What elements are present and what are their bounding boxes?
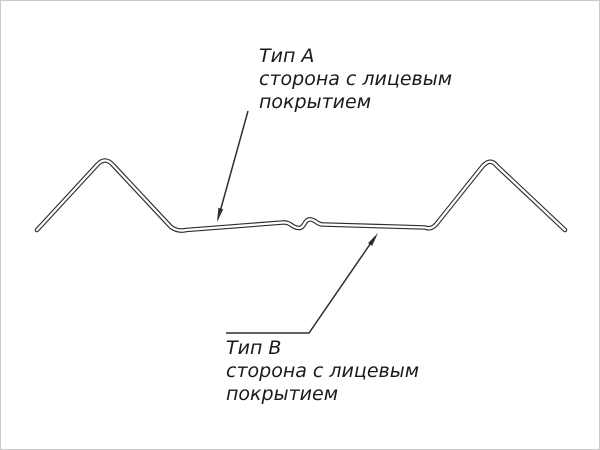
- callout-type-b-line3: покрытием: [226, 383, 339, 405]
- arrowhead-type-a: [217, 207, 224, 222]
- callout-type-b-line2: сторона с лицевым: [226, 360, 420, 382]
- arrowhead-type-b: [368, 233, 378, 246]
- leader-type-b: [226, 233, 378, 334]
- sheet-profile-outline: [34, 158, 568, 233]
- callout-type-a-line3: покрытием: [259, 91, 372, 113]
- callout-type-b-title: Тип В: [226, 337, 282, 359]
- leader-type-a: [217, 110, 249, 222]
- leader-line-type-a: [217, 110, 249, 220]
- leader-line-type-b: [226, 236, 376, 334]
- callout-type-a-title: Тип А: [259, 45, 315, 67]
- sheet-profile-core: [35, 159, 567, 232]
- callout-type-a: Тип А сторона с лицевым покрытием: [259, 45, 452, 114]
- callout-type-b: Тип В сторона с лицевым покрытием: [226, 337, 419, 406]
- callout-type-a-line2: сторона с лицевым: [259, 68, 453, 90]
- sheet-profile: [34, 158, 568, 233]
